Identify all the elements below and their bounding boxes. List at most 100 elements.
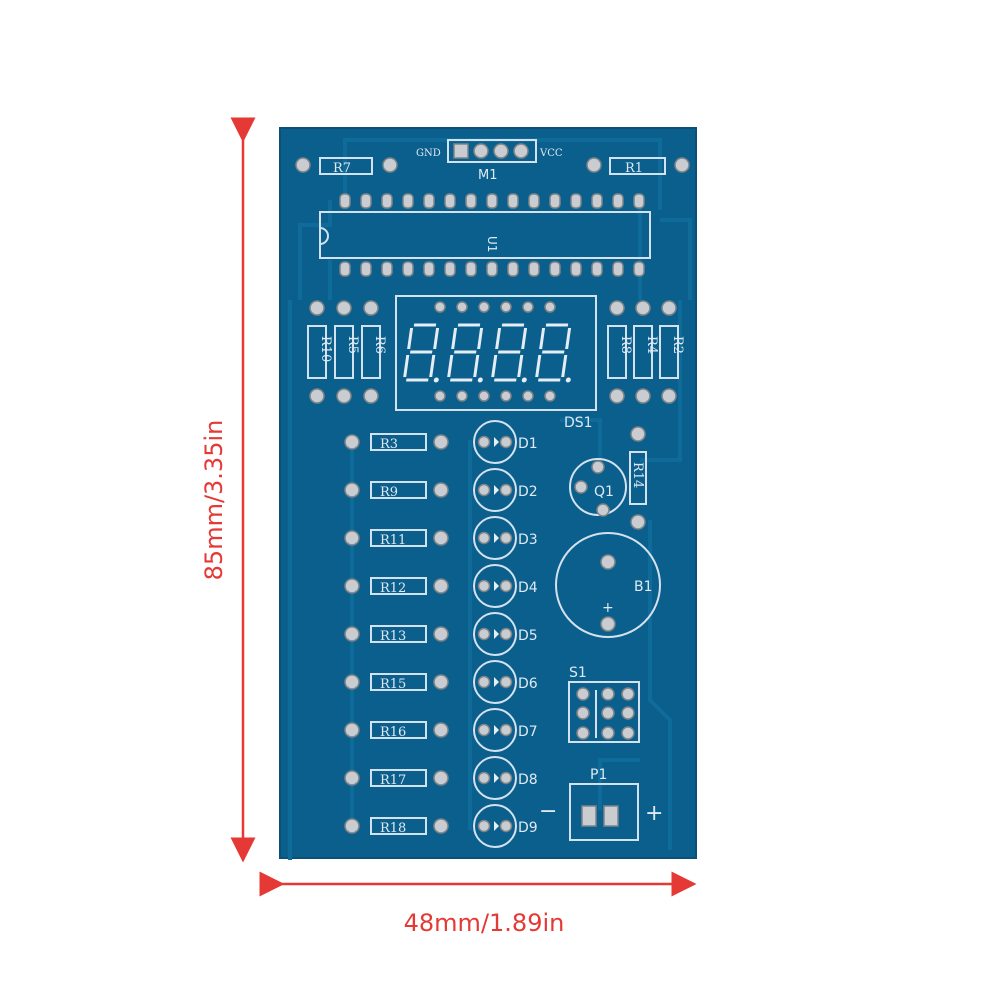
ic-pin <box>570 261 582 277</box>
power-p1: P1 − + <box>539 767 663 841</box>
ic-pin <box>402 193 414 209</box>
led-d8: D8 <box>473 756 538 800</box>
led-d3: D3 <box>473 516 538 560</box>
led-d6: D6 <box>473 660 538 704</box>
header-name-label: M1 <box>478 168 498 183</box>
resistor-r16: R16 <box>344 721 449 740</box>
ic-pin <box>570 193 582 209</box>
display-pin <box>522 301 534 313</box>
display-pin <box>544 390 556 402</box>
resistor-r11: R11 <box>344 529 449 548</box>
resistor-r14-label: R14 <box>630 462 645 488</box>
resistor-label: R4 <box>644 336 659 354</box>
resistor-label: R15 <box>380 677 406 692</box>
ic-pin <box>591 261 603 277</box>
ic-pin <box>549 193 561 209</box>
resistor-r12: R12 <box>344 577 449 596</box>
led-label: D5 <box>518 628 538 644</box>
display-digit <box>535 323 572 383</box>
led-d5: D5 <box>473 612 538 656</box>
resistor-r7: R7 <box>295 157 398 176</box>
led-label: D4 <box>518 580 538 596</box>
resistor-r1-label: R1 <box>625 161 643 176</box>
display-pin <box>500 390 512 402</box>
led-label: D9 <box>518 820 538 836</box>
led-d1: D1 <box>473 420 538 464</box>
ic-pin <box>528 261 540 277</box>
ic-pin <box>444 193 456 209</box>
ic-pin <box>528 193 540 209</box>
resistor-r3: R3 <box>344 433 449 452</box>
ic-pin <box>339 193 351 209</box>
resistor-r13: R13 <box>344 625 449 644</box>
display-label: DS1 <box>564 415 593 431</box>
led-label: D6 <box>518 676 538 692</box>
resistor-label: R9 <box>380 485 398 500</box>
power-minus-label: − <box>539 799 557 824</box>
display-pin <box>434 390 446 402</box>
resistor-r7-label: R7 <box>333 161 351 176</box>
ic-pin <box>444 261 456 277</box>
resistor-r2: R2 <box>659 300 685 404</box>
ic-pin <box>402 261 414 277</box>
resistor-label: R2 <box>670 336 685 354</box>
switch-s1: S1 <box>568 665 640 743</box>
switch-label: S1 <box>569 665 587 681</box>
resistor-label: R18 <box>380 821 406 836</box>
buzzer-plus-label: + <box>602 600 614 616</box>
resistor-r18: R18 <box>344 817 449 836</box>
ic-pin <box>465 261 477 277</box>
resistor-r10: R10 <box>307 300 333 404</box>
resistor-r15: R15 <box>344 673 449 692</box>
led-label: D3 <box>518 532 538 548</box>
height-dimension: 85mm/3.35in <box>200 117 256 863</box>
header-gnd-label: GND <box>416 148 441 159</box>
ic-pin <box>360 261 372 277</box>
ic-pin <box>465 193 477 209</box>
ic-pin <box>339 261 351 277</box>
transistor-q1: Q1 <box>569 458 627 517</box>
ic-pin <box>423 193 435 209</box>
resistor-label: R11 <box>380 533 406 548</box>
resistor-r4: R4 <box>633 300 659 404</box>
ic-pin <box>507 261 519 277</box>
resistor-r1: R1 <box>586 157 690 176</box>
led-d4: D4 <box>473 564 538 608</box>
left-resistor-group: R10 R5 R6 <box>307 300 387 404</box>
display-pin <box>500 301 512 313</box>
ic-pin <box>381 193 393 209</box>
ic-pin <box>612 261 624 277</box>
resistor-r17: R17 <box>344 769 449 788</box>
display-digit <box>403 323 440 383</box>
ic-pin <box>591 193 603 209</box>
display-pin <box>544 301 556 313</box>
resistor-label: R6 <box>372 336 387 354</box>
ic-pin <box>549 261 561 277</box>
display-digit <box>491 323 528 383</box>
resistor-label: R5 <box>345 336 360 354</box>
resistor-label: R10 <box>318 336 333 362</box>
resistor-label: R3 <box>380 437 398 452</box>
display-pin <box>478 301 490 313</box>
led-label: D1 <box>518 436 538 452</box>
ic-pin <box>423 261 435 277</box>
header-vcc-label: VCC <box>539 148 563 159</box>
ic-pin <box>507 193 519 209</box>
transistor-label: Q1 <box>594 484 614 500</box>
resistor-r5: R5 <box>334 300 360 404</box>
ic-label: U1 <box>485 236 499 252</box>
display-pin <box>434 301 446 313</box>
led-label: D2 <box>518 484 538 500</box>
led-d2: D2 <box>473 468 538 512</box>
led-label: D8 <box>518 772 538 788</box>
display-digit <box>447 323 484 383</box>
buzzer-label: B1 <box>634 579 653 595</box>
display-pin <box>456 390 468 402</box>
ic-pin <box>486 261 498 277</box>
ic-pin <box>360 193 372 209</box>
resistor-label: R16 <box>380 725 406 740</box>
